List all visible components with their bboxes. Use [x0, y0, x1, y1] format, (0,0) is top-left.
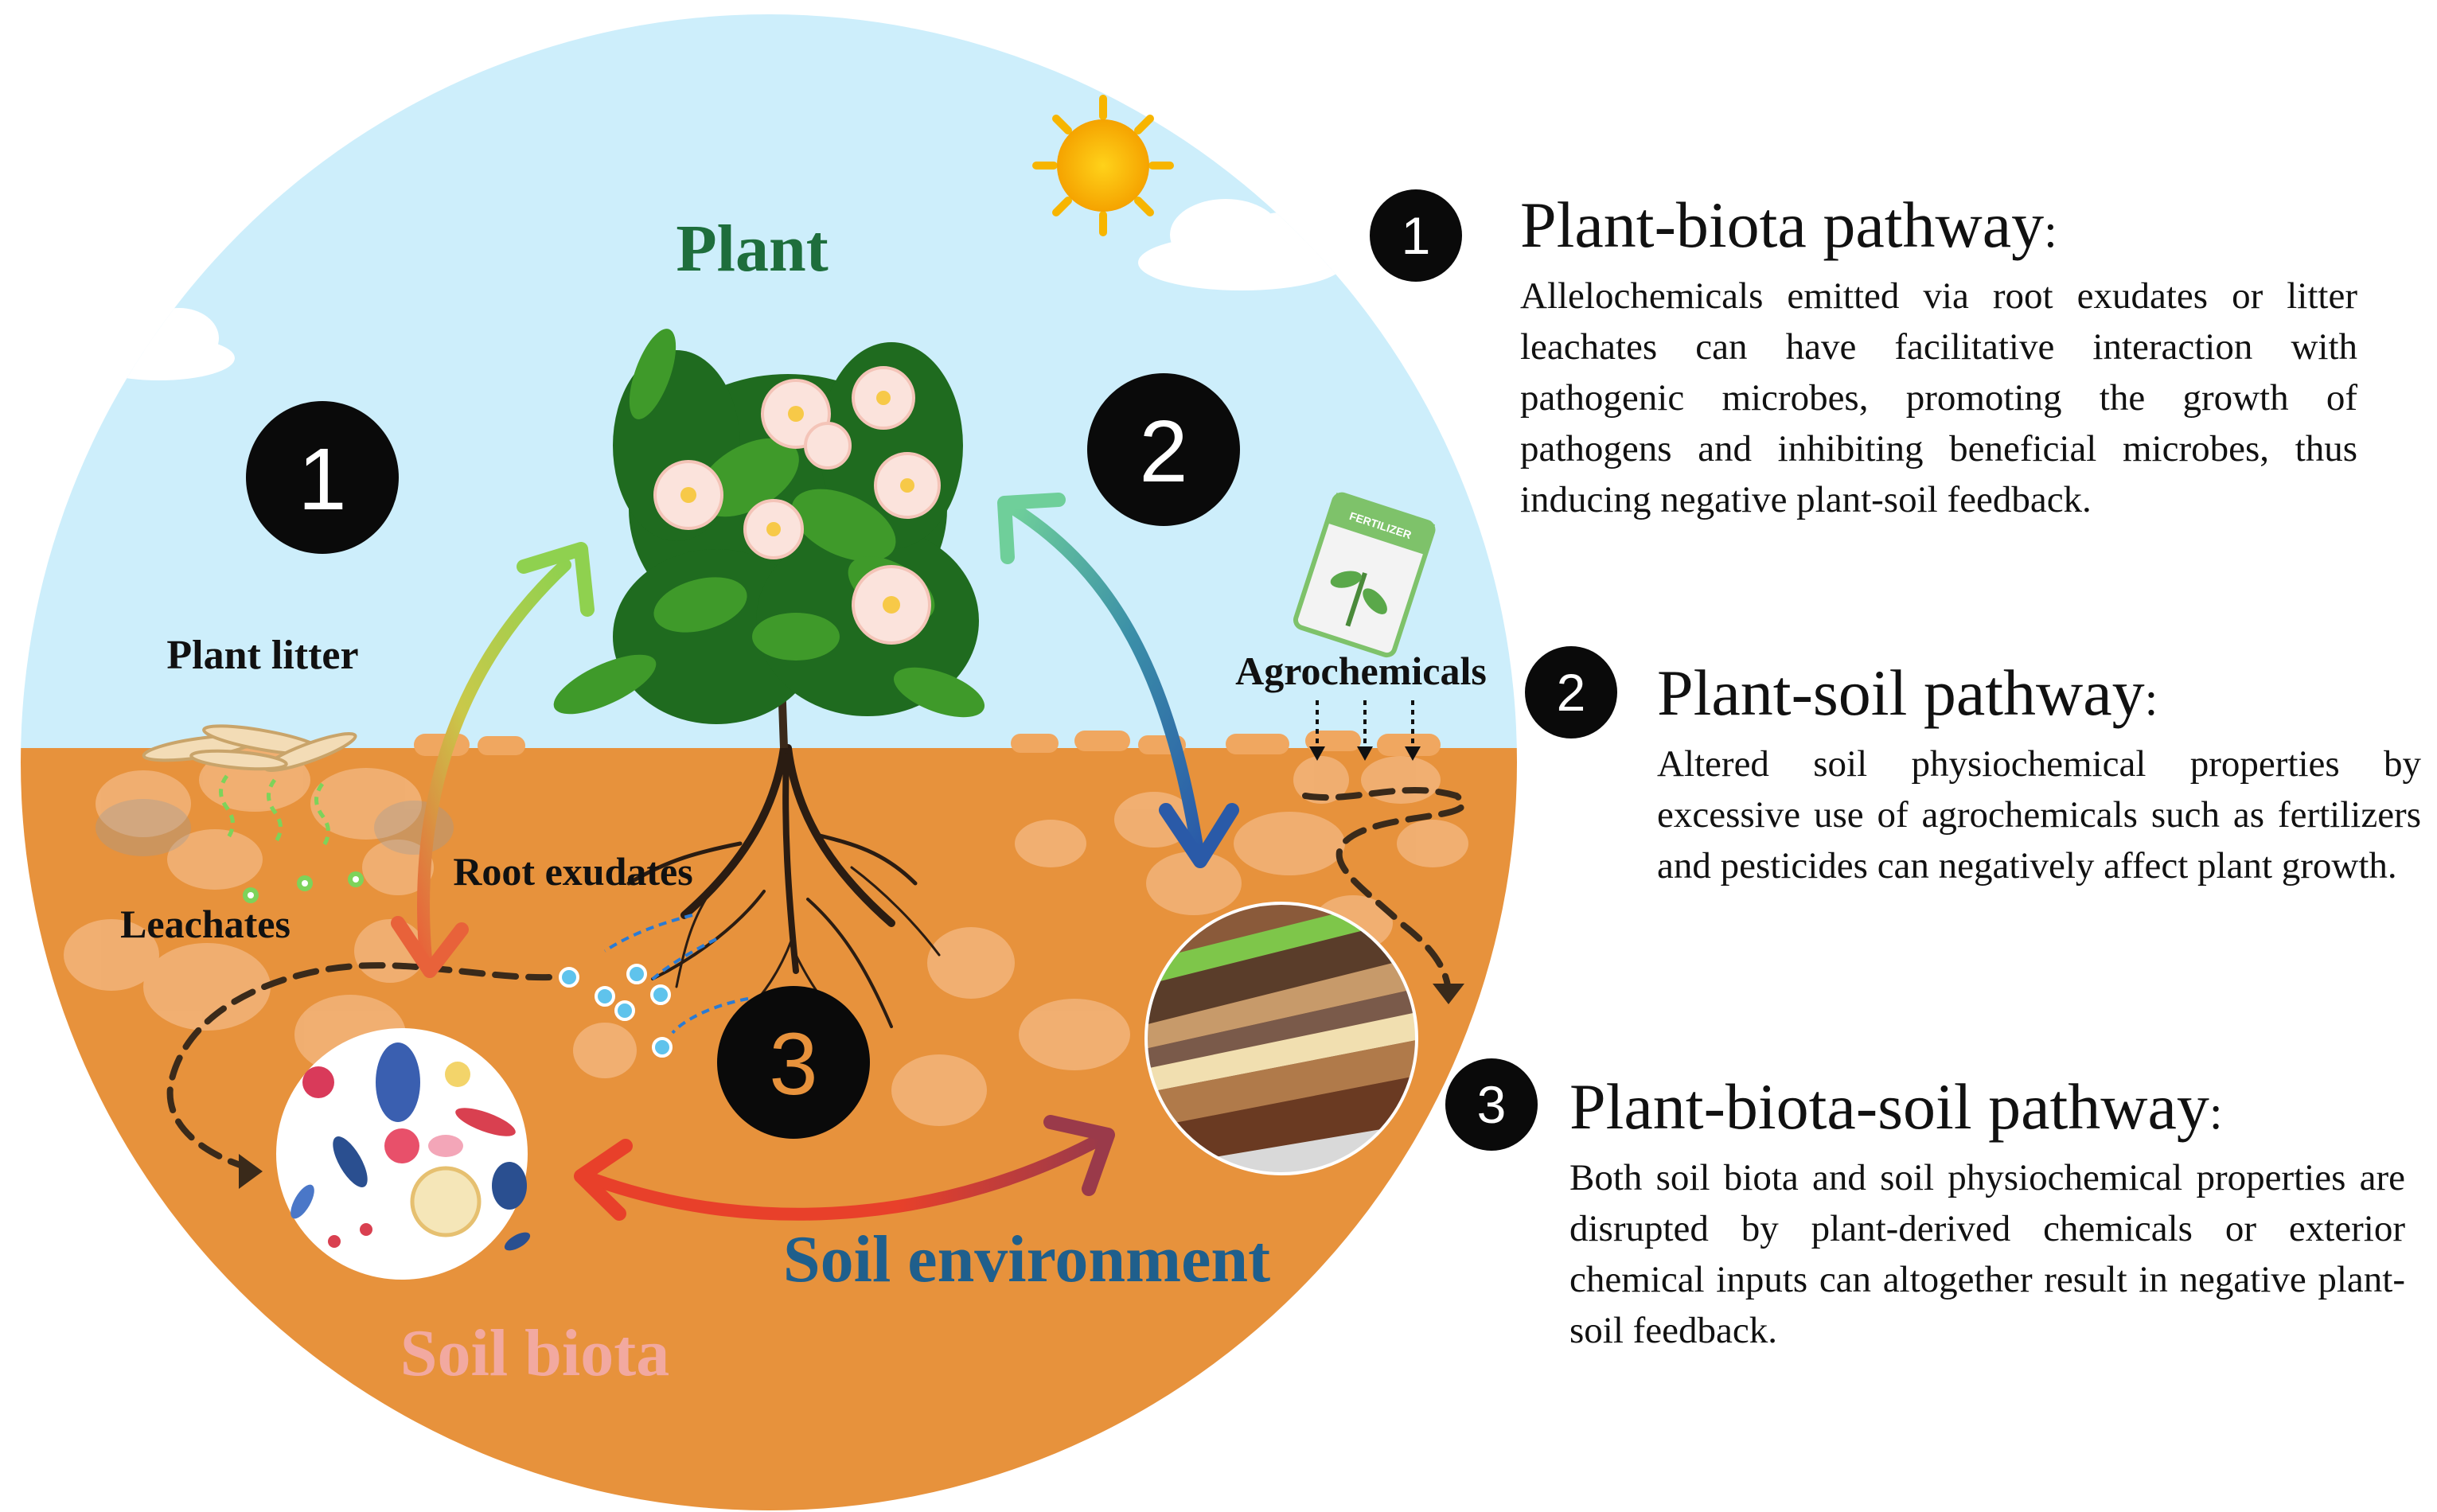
fertilizer-bag-icon: FERTILIZER [1293, 492, 1436, 658]
leachates-label: Leachates [120, 902, 290, 946]
pathway-1-description: Allelochemicals emitted via root exudate… [1520, 275, 2357, 521]
marker-2-number: 2 [1139, 403, 1187, 501]
soil-environment-label: Soil environment [783, 1222, 1270, 1296]
arrow-pathway-2 [997, 493, 1239, 868]
flow-arrowhead [1433, 984, 1464, 1004]
plant-label: Plant [676, 212, 828, 286]
pathway-2-title: Plant-soil pathway [1657, 657, 2145, 729]
grey-stone [374, 801, 454, 855]
plant-roots [626, 744, 941, 1028]
plant-litter-label: Plant litter [166, 633, 358, 678]
pathway-2-number: 2 [1556, 663, 1586, 722]
agrochemicals-label: Agrochemicals [1235, 649, 1487, 693]
pathway-1-panel: Plant-biota pathway: Allelochemicals emi… [1520, 189, 2357, 525]
pathway-1-number: 1 [1401, 206, 1431, 265]
plant-litter-icon [142, 724, 357, 772]
sun-icon [1032, 95, 1174, 236]
pathway-2-title-row: Plant-soil pathway: [1657, 657, 2421, 729]
soil-profile-circle [1144, 902, 1418, 1175]
plant-bush [553, 329, 985, 749]
marker-1-badge: 1 [246, 401, 399, 554]
agrochemical-arrows [1316, 700, 1414, 748]
leachate-drop-centers [248, 876, 359, 898]
soil-biota-circle [276, 1028, 531, 1280]
root-exudate-drops [559, 914, 749, 1058]
pathway-3-badge: 3 [1445, 1058, 1538, 1151]
pathway-3-number: 3 [1476, 1075, 1507, 1134]
pathway-3-title-row: Plant-biota-soil pathway: [1569, 1070, 2405, 1143]
pathway-3-description: Both soil biota and soil physiochemical … [1569, 1157, 2405, 1352]
marker-2-badge: 2 [1087, 373, 1240, 526]
pathway-3-panel: Plant-biota-soil pathway: Both soil biot… [1569, 1070, 2405, 1356]
pathway-2-panel: Plant-soil pathway: Altered soil physioc… [1657, 657, 2421, 891]
leachate-arrows [219, 774, 330, 849]
arrow-pathway-1 [391, 542, 595, 978]
pathway-3-colon: : [2209, 1086, 2223, 1139]
chemical-flow-paths [166, 786, 1466, 1173]
pathway-2-badge: 2 [1525, 646, 1617, 738]
grey-stone [96, 799, 191, 856]
pathway-1-colon: : [2044, 205, 2057, 257]
pathway-3-title: Plant-biota-soil pathway [1569, 1070, 2209, 1143]
flow-arrowhead [239, 1154, 263, 1189]
pathway-2-description: Altered soil physiochemical properties b… [1657, 743, 2421, 887]
marker-3-badge: 3 [717, 986, 870, 1139]
soil-biota-label: Soil biota [400, 1316, 669, 1390]
pathway-1-title-row: Plant-biota pathway: [1520, 189, 2357, 261]
pathway-2-colon: : [2144, 672, 2158, 725]
pathway-1-title: Plant-biota pathway [1520, 189, 2045, 261]
marker-3-number: 3 [769, 1015, 817, 1113]
pathway-1-badge: 1 [1370, 189, 1462, 282]
agrochemical-arrowheads [1309, 746, 1421, 761]
marker-1-number: 1 [298, 431, 346, 528]
root-exudates-label: Root exudates [453, 849, 692, 894]
arrow-pathway-3 [574, 1115, 1115, 1221]
